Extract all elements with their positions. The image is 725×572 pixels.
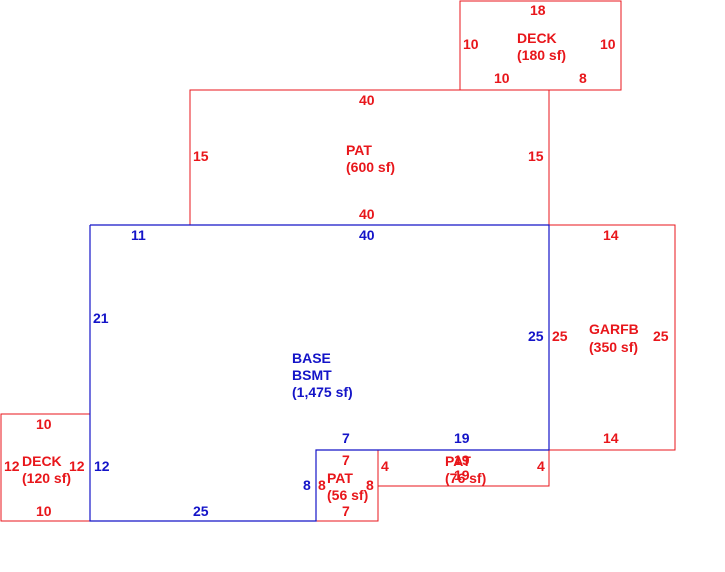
pat-right-name: PAT: [445, 453, 471, 469]
base-dim-notch-left: 8: [303, 477, 311, 493]
deck-top-dim-left: 10: [463, 36, 479, 52]
deck-top-dim-bottom-left: 10: [494, 70, 510, 86]
pat-small-name: PAT: [327, 470, 353, 486]
pat-right-dim-right: 4: [537, 458, 545, 474]
pat-right-dim-top: 19: [454, 452, 470, 468]
deck-left-dim-left: 12: [4, 458, 20, 474]
deck-top-dim-top: 18: [530, 2, 546, 18]
base-name-2: BSMT: [292, 367, 332, 383]
base-outline: [89, 224, 550, 522]
base-area: (1,475 sf): [292, 384, 353, 400]
base-name-1: BASE: [292, 350, 331, 366]
garage-dim-left: 25: [552, 328, 568, 344]
base-dim-top-left: 11: [131, 227, 146, 243]
garage-dim-bottom: 14: [603, 430, 619, 446]
pat-top-dim-left: 15: [193, 148, 209, 164]
base-dim-right: 25: [528, 328, 544, 344]
deck-left-dim-right: 12: [69, 458, 85, 474]
pat-top-dim-right: 15: [528, 148, 544, 164]
deck-left-area: (120 sf): [22, 470, 71, 486]
base-dim-notch-top: 7: [342, 430, 350, 446]
garage-dim-right: 25: [653, 328, 669, 344]
base-dim-left: 21: [93, 310, 109, 326]
pat-right-area: (76 sf): [445, 470, 486, 486]
deck-top-dim-bottom-right: 8: [579, 70, 587, 86]
deck-top-area: (180 sf): [517, 47, 566, 63]
deck-top-name: DECK: [517, 30, 557, 46]
deck-left-name: DECK: [22, 453, 62, 469]
pat-top-dim-bottom: 40: [359, 206, 375, 222]
pat-small-dim-bottom: 7: [342, 503, 350, 519]
deck-left-dim-bottom: 10: [36, 503, 52, 519]
pat-right-dim-left: 4: [381, 458, 389, 474]
pat-small-dim-right: 8: [366, 477, 374, 493]
base-dim-top: 40: [359, 227, 375, 243]
base-dim-left-lower: 12: [94, 458, 110, 474]
deck-top-dim-right: 10: [600, 36, 616, 52]
base-dim-bottom: 25: [193, 503, 209, 519]
garage-area: (350 sf): [589, 339, 638, 355]
pat-top-name: PAT: [346, 142, 372, 158]
pat-top-dim-top: 40: [359, 92, 375, 108]
deck-left-dim-top: 10: [36, 416, 52, 432]
garage-dim-top: 14: [603, 227, 619, 243]
base-dim-notch-right-top: 19: [454, 430, 470, 446]
pat-small-dim-left: 8: [318, 477, 326, 493]
pat-right-dim-bottom: 19: [454, 467, 470, 483]
pat-small-dim-top: 7: [342, 452, 350, 468]
pat-small-area: (56 sf): [327, 487, 368, 503]
garage-name: GARFB: [589, 321, 639, 337]
pat-top-area: (600 sf): [346, 159, 395, 175]
